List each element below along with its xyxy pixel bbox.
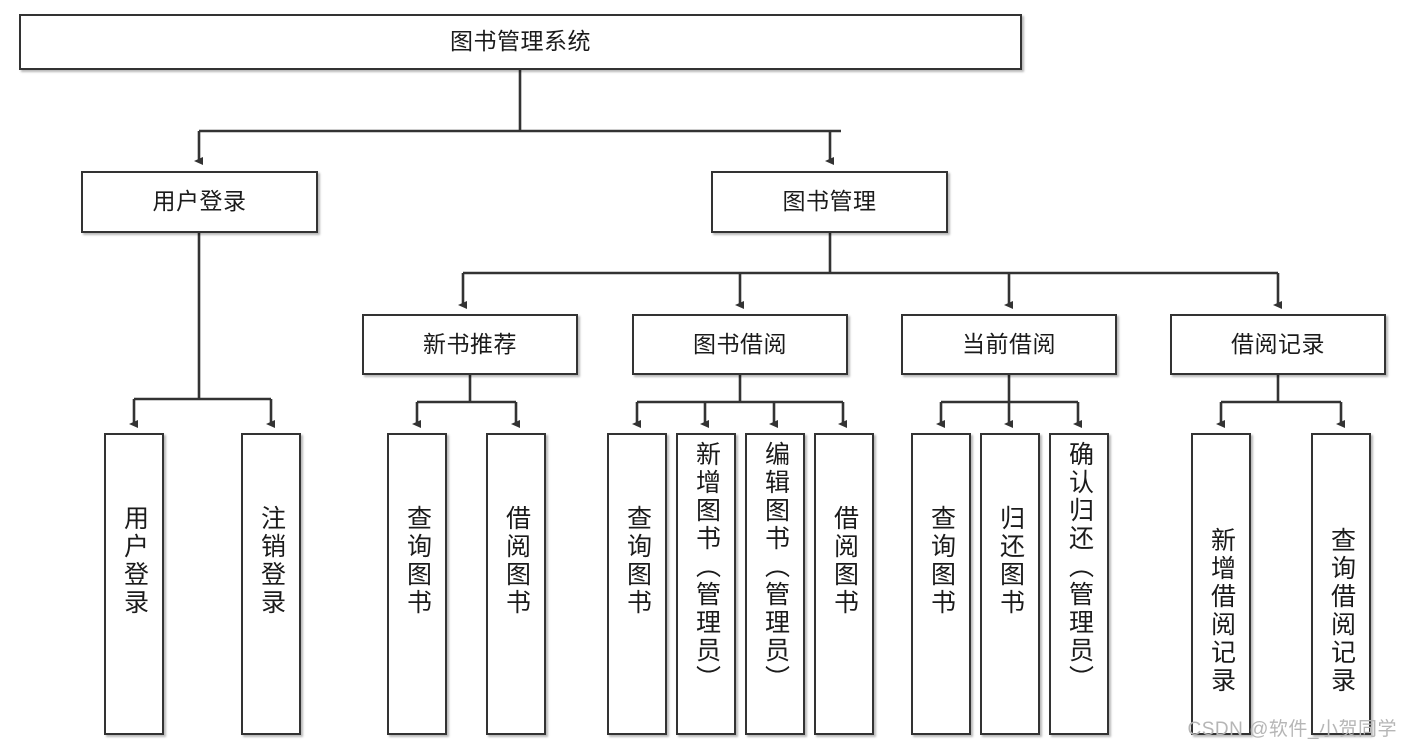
node-label: 新增借阅记录 [1207,527,1236,695]
node-label: 借阅图书 [830,505,859,617]
node-label: 新增图书（管理员） [692,441,721,693]
node-user-login[interactable]: 用户登录 [81,171,318,233]
node-leaf-query-book-new[interactable]: 查询图书 [387,433,447,735]
node-label: 确认归还（管理员） [1065,441,1094,693]
node-leaf-add-borrow-record[interactable]: 新增借阅记录 [1191,433,1251,735]
node-label: 新书推荐 [423,330,517,357]
node-leaf-query-book-borrow[interactable]: 查询图书 [607,433,667,735]
node-label: 图书管理系统 [450,28,591,55]
node-label: 图书管理 [782,188,877,215]
node-label: 查询图书 [927,505,956,617]
node-borrow-record[interactable]: 借阅记录 [1170,314,1386,375]
node-root-system[interactable]: 图书管理系统 [19,14,1022,70]
node-label: 当前借阅 [962,330,1056,357]
node-label: 用户登录 [120,505,149,617]
node-new-book-recommendation[interactable]: 新书推荐 [362,314,578,375]
node-leaf-query-book-current[interactable]: 查询图书 [911,433,971,735]
node-leaf-confirm-return-admin[interactable]: 确认归还（管理员） [1049,433,1109,735]
node-label: 借阅图书 [502,505,531,617]
node-leaf-edit-book-admin[interactable]: 编辑图书（管理员） [745,433,805,735]
node-leaf-borrow-book-new[interactable]: 借阅图书 [486,433,546,735]
node-book-borrow[interactable]: 图书借阅 [632,314,848,375]
watermark: CSDN @软件_小贺同学 [1187,719,1397,740]
node-label: 图书借阅 [693,330,787,357]
node-label: 用户登录 [152,188,247,215]
node-leaf-query-borrow-record[interactable]: 查询借阅记录 [1311,433,1371,735]
node-label: 查询借阅记录 [1327,527,1356,695]
node-label: 查询图书 [403,505,432,617]
node-leaf-borrow-book[interactable]: 借阅图书 [814,433,874,735]
node-current-borrow[interactable]: 当前借阅 [901,314,1117,375]
node-label: 归还图书 [996,505,1025,617]
node-label: 借阅记录 [1231,330,1325,357]
node-book-management[interactable]: 图书管理 [711,171,948,233]
node-leaf-return-book[interactable]: 归还图书 [980,433,1040,735]
node-label: 查询图书 [623,505,652,617]
node-label: 注销登录 [257,505,286,617]
node-leaf-add-book-admin[interactable]: 新增图书（管理员） [676,433,736,735]
node-label: 编辑图书（管理员） [761,441,790,693]
node-leaf-logout[interactable]: 注销登录 [241,433,301,735]
node-leaf-user-login[interactable]: 用户登录 [104,433,164,735]
